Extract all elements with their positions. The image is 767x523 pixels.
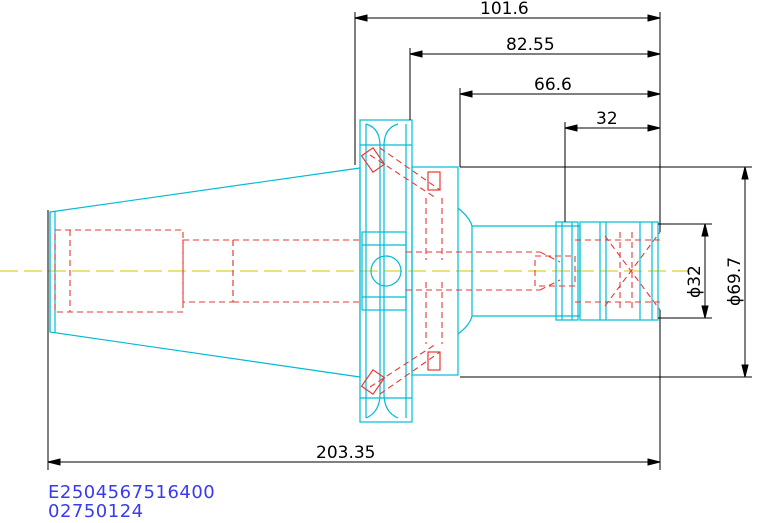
coolant-screws xyxy=(360,146,441,396)
dim-dia-69-7-label: ϕ69.7 xyxy=(725,257,745,306)
order-number: 02750124 xyxy=(48,501,144,522)
hidden-features xyxy=(54,147,661,395)
dim-dia-32-label: ϕ32 xyxy=(685,265,705,298)
dim-203-35-label: 203.35 xyxy=(316,443,375,463)
dim-101-6-label: 101.6 xyxy=(480,0,529,19)
part-number: E2504567516400 xyxy=(48,482,216,503)
dim-82-55-label: 82.55 xyxy=(506,35,555,55)
tool-holder-outline xyxy=(49,119,659,423)
dimension-lines xyxy=(47,12,752,470)
dim-66-6-label: 66.6 xyxy=(534,75,572,95)
dim-32-label: 32 xyxy=(596,109,618,129)
